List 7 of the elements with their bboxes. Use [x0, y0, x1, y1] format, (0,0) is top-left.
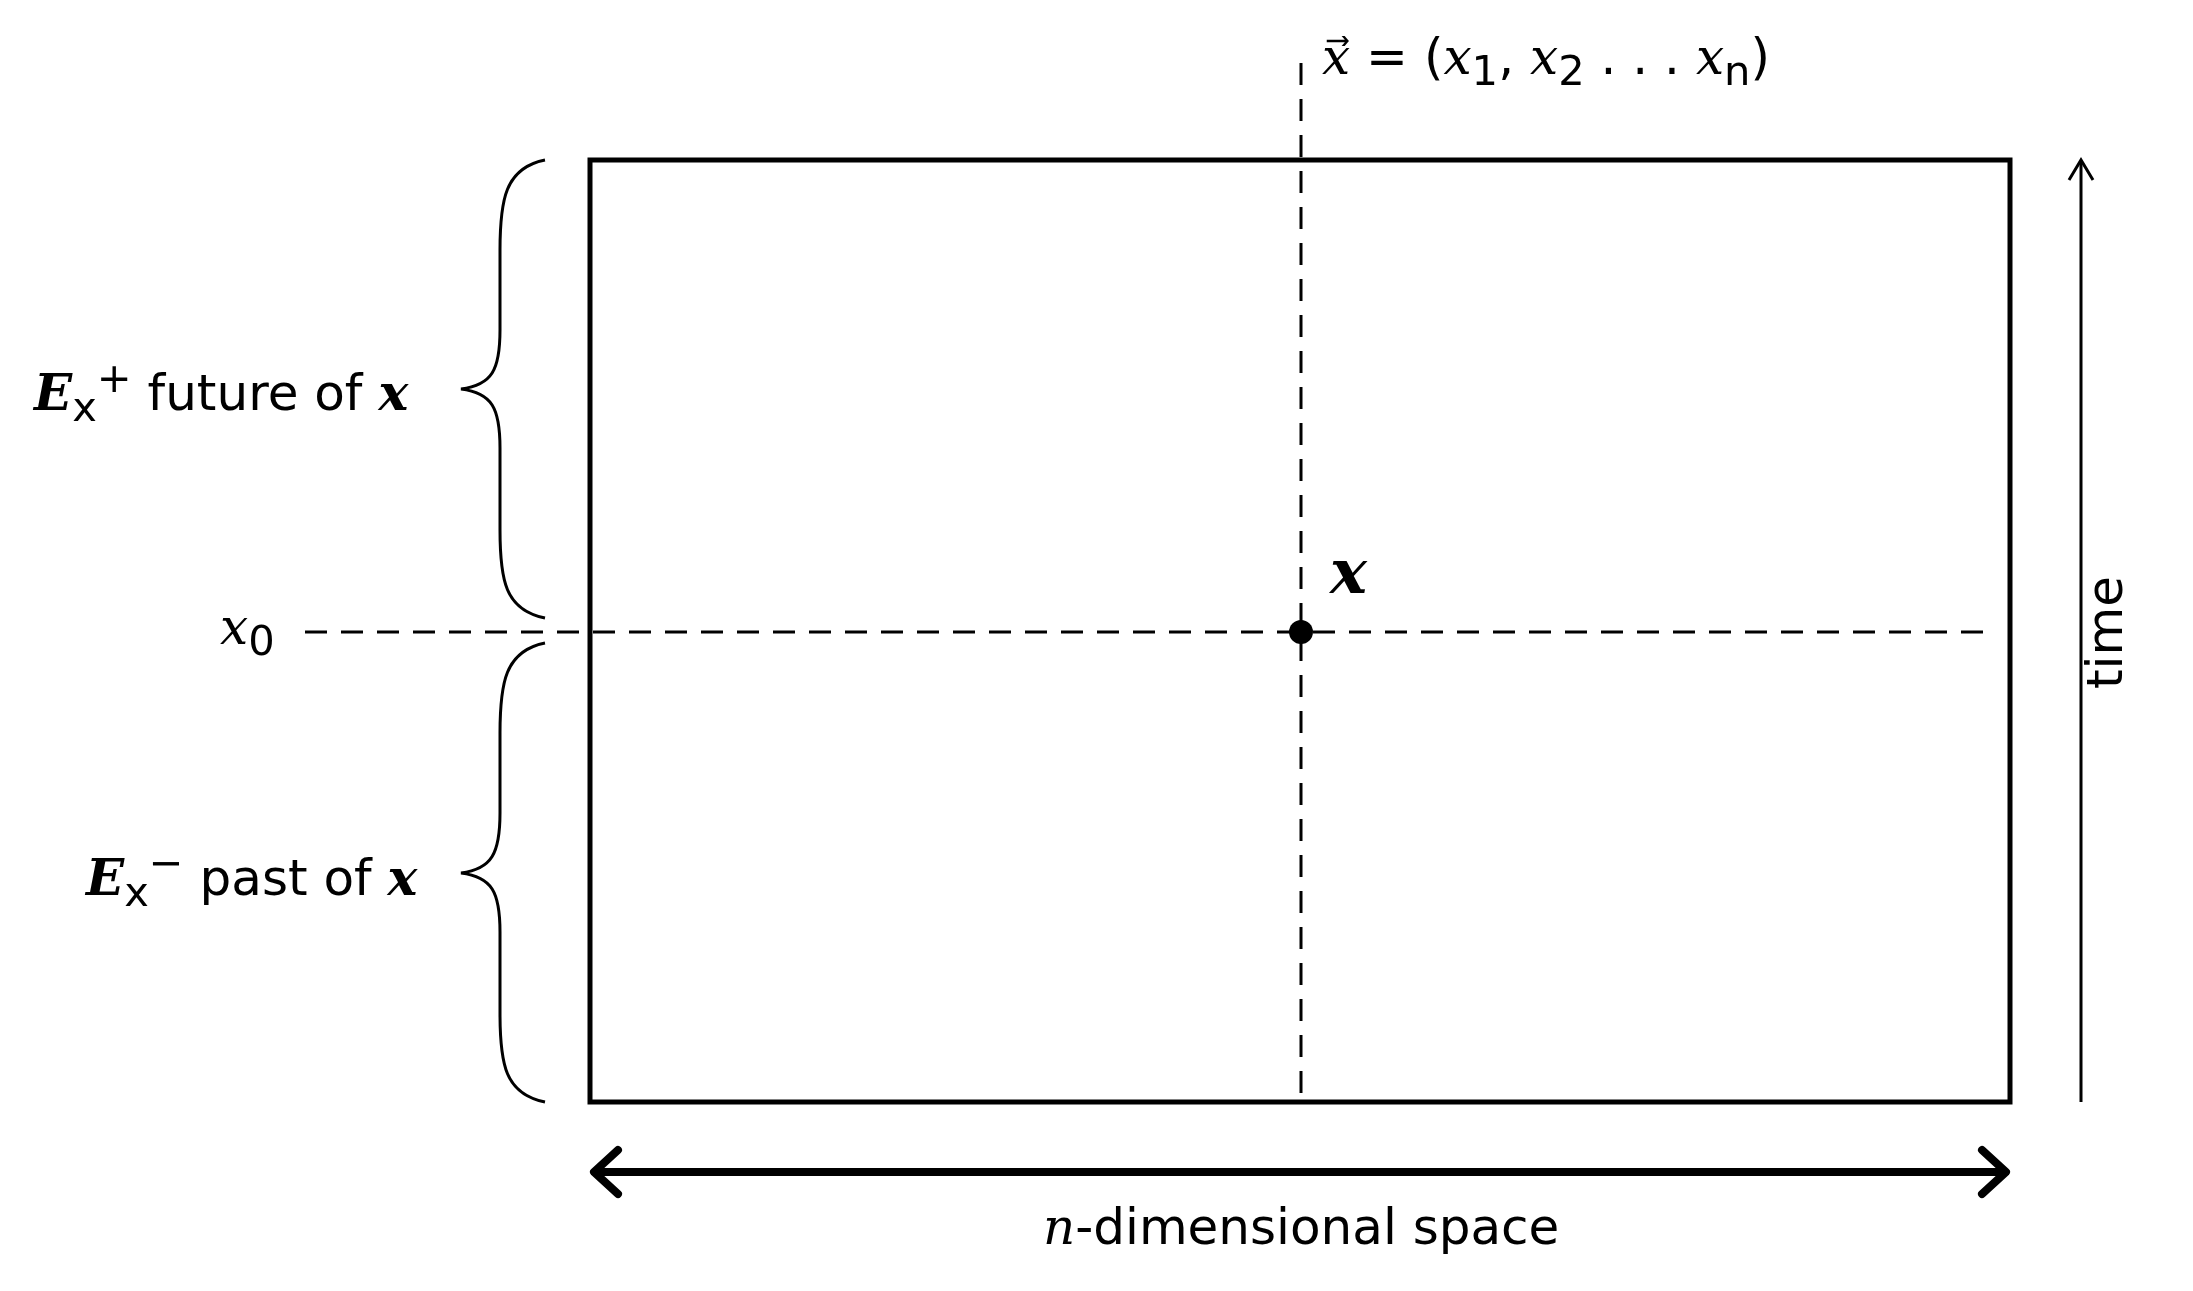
axis-label: n-dimensional space — [1043, 1200, 1560, 1255]
coordinate-label: x⃗ = (x$_{1}$, x$_{2}$ . . . x$_{n}$) — [1322, 30, 1771, 94]
axis-label: time — [2077, 575, 2133, 689]
region-label: E$_{x}$$^{+}$ future of x — [34, 355, 409, 430]
region-label: E$_{x}$$^{−}$ past of x — [86, 840, 418, 915]
axis-label: x$_{0}$ — [220, 600, 275, 664]
point-label: x — [1330, 538, 1367, 607]
